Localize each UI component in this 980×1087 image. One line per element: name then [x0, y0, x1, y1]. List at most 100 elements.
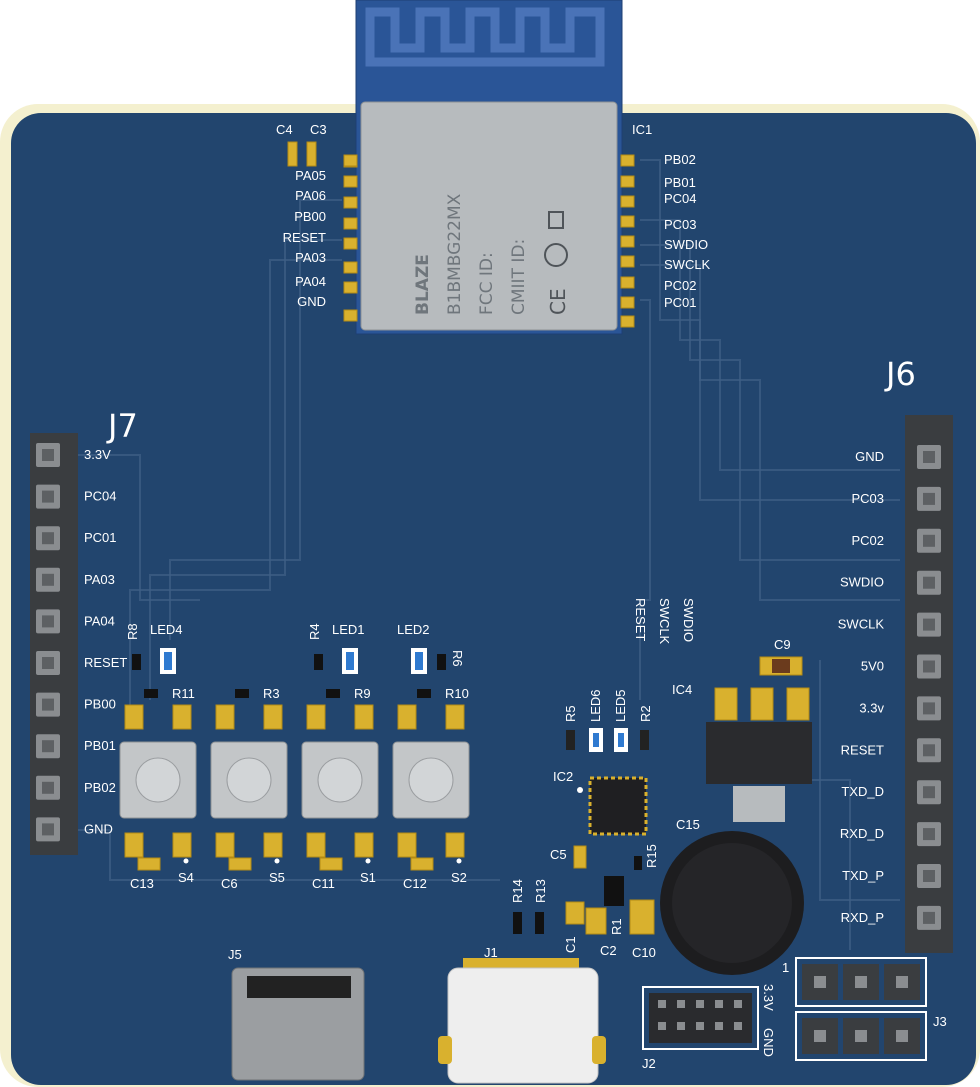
led5-lens: [618, 733, 624, 747]
cap-c4-body: [287, 141, 298, 167]
switch-s5-ref: S5: [269, 870, 285, 885]
j7-pin-core-1: [42, 490, 54, 503]
j7-label-8: PB02: [84, 780, 116, 795]
led6-lens: [593, 733, 599, 747]
j6-pin-core-7: [923, 744, 935, 757]
j6-pin-core-6: [923, 702, 935, 715]
resistor-r3-ref: R3: [263, 686, 280, 701]
j3-pin-core-0-0: [814, 976, 826, 988]
r14-body: [513, 912, 522, 934]
j7-pin-core-7: [42, 740, 54, 753]
j2-pin-0-2: [696, 1000, 704, 1008]
led-led2-ref: LED2: [397, 622, 430, 637]
r15-ref: R15: [644, 844, 659, 868]
led-led1-lens: [346, 652, 354, 670]
status-leds: R5 LED6 LED5 R2 IC2: [553, 689, 653, 836]
r1-ref: R1: [609, 918, 624, 935]
switch-s1-plunger[interactable]: [317, 757, 363, 803]
header-j3: 1 J3: [782, 957, 947, 1061]
resistor-r3-body: [235, 689, 249, 698]
debug-label-swdio: SWDIO: [681, 598, 696, 642]
module-pin-left-pa04: PA04: [295, 274, 326, 289]
j1-leg-right: [592, 1036, 606, 1064]
j6-label-3: SWDIO: [840, 575, 884, 590]
j2-pin-1-0: [658, 1022, 666, 1030]
switch-pad-0-0: [124, 704, 144, 730]
module-pin-right-pb01: PB01: [664, 175, 696, 190]
j2-pin-1-1: [677, 1022, 685, 1030]
led-led2-lens: [415, 652, 423, 670]
switch-pad-0-3: [172, 832, 192, 858]
ic4-pad-1: [714, 687, 738, 721]
switch-s1-ref: S1: [360, 870, 376, 885]
j3-pin-core-1-2: [896, 1030, 908, 1042]
switch-s5-plunger[interactable]: [226, 757, 272, 803]
j6-label-11: RXD_P: [841, 910, 884, 925]
r14-ref: R14: [510, 879, 525, 903]
module-part-number: B1BMBG22MX: [445, 193, 465, 315]
switch-s2-dot: [456, 858, 462, 864]
ic4-pad-3: [786, 687, 810, 721]
j3-outline-top: [795, 957, 927, 1007]
switch-s2-ref: S2: [451, 870, 467, 885]
header-j2: J2 3.3V GND: [642, 984, 776, 1071]
switch-pad-0-2: [124, 832, 144, 858]
cap-c11-ref: C11: [312, 876, 335, 891]
r13-body: [535, 912, 544, 934]
resistor-r6-body: [437, 654, 446, 670]
j6-pin-core-4: [923, 618, 935, 631]
j7-pin-core-9: [42, 823, 54, 836]
j2-pin-0-1: [677, 1000, 685, 1008]
ic4-ref: IC4: [672, 682, 692, 697]
j7-label-4: PA04: [84, 613, 115, 628]
j6-label-10: TXD_P: [842, 868, 884, 883]
j7-pin-core-4: [42, 615, 54, 628]
module-pin-left-pb00: PB00: [294, 209, 326, 224]
module-pad-left-5: [343, 261, 358, 274]
switch-pad-2-2: [306, 832, 326, 858]
j6-pin-core-9: [923, 828, 935, 841]
j2-pin-0-3: [715, 1000, 723, 1008]
j7-pin-core-3: [42, 573, 54, 586]
j7-pin-core-5: [42, 657, 54, 669]
j6-label-9: RXD_D: [840, 826, 884, 841]
switch-s4-plunger[interactable]: [135, 757, 181, 803]
module-pad-right-3: [620, 215, 635, 228]
module-pin-right-pc01: PC01: [664, 295, 697, 310]
j2-ref: J2: [642, 1056, 656, 1071]
led-led4-ref: LED4: [150, 622, 183, 637]
j6-pin-core-11: [923, 911, 935, 924]
cap-c11-body: [319, 857, 343, 871]
resistor-r10-body: [417, 689, 431, 698]
j7-pin-core-0: [42, 449, 54, 461]
resistor-r8-body: [132, 654, 141, 670]
switch-pad-1-1: [263, 704, 283, 730]
j6-pins: GNDPC03PC02SWDIOSWCLK5V03.3vRESETTXD_DRX…: [838, 445, 941, 930]
switch-pad-1-0: [215, 704, 235, 730]
cap-c3: C3: [310, 122, 327, 137]
c9-center: [772, 659, 790, 673]
switch-pad-0-1: [172, 704, 192, 730]
switch-pad-2-1: [354, 704, 374, 730]
module-pad-left-bottom: [343, 309, 358, 322]
switch-s4-ref: S4: [178, 870, 194, 885]
module-brand: BLAZE: [413, 254, 433, 315]
c15-ref: C15: [676, 817, 700, 832]
j3-pin-core-0-2: [896, 976, 908, 988]
module-pin-left-pa06: PA06: [295, 188, 326, 203]
j7-label-1: PC04: [84, 489, 117, 504]
led5-ref: LED5: [613, 689, 628, 722]
module-pad-right-7: [620, 296, 635, 309]
module-pin-left-gnd: GND: [297, 294, 326, 309]
j2-pin-1-3: [715, 1022, 723, 1030]
c2-ref: C2: [600, 943, 617, 958]
module-shield: [360, 101, 618, 331]
j6-label-7: RESET: [841, 742, 884, 757]
debug-label-swclk: SWCLK: [657, 598, 672, 645]
module-pad-left-top: [343, 154, 358, 167]
switch-s2-plunger[interactable]: [408, 757, 454, 803]
j2-bottom-label: GND: [761, 1028, 776, 1057]
led6-ref: LED6: [588, 689, 603, 722]
